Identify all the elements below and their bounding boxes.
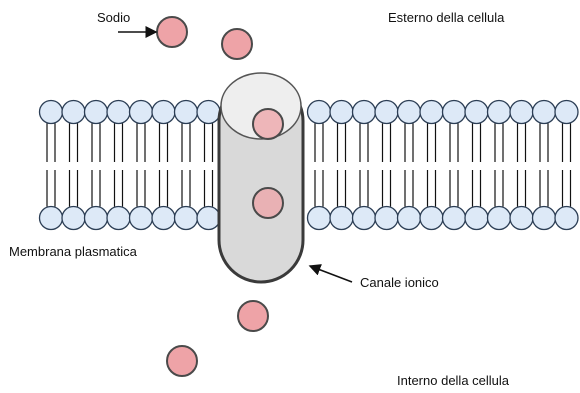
lipid-head — [398, 101, 421, 124]
lipid-head — [443, 101, 466, 124]
phospholipid — [330, 101, 353, 230]
lipid-head — [398, 207, 421, 230]
sodium-ion — [253, 188, 283, 218]
lipid-head — [85, 101, 108, 124]
inside-cell-label: Interno della cellula — [397, 374, 509, 387]
phospholipid — [62, 101, 85, 230]
lipid-head — [353, 101, 376, 124]
lipid-head — [443, 207, 466, 230]
lipid-head — [40, 101, 63, 124]
sodium-ion — [238, 301, 268, 331]
phospholipid — [107, 101, 130, 230]
lipid-head — [555, 207, 578, 230]
phospholipid — [488, 101, 511, 230]
lipid-head — [510, 207, 533, 230]
phospholipid — [197, 101, 220, 230]
phospholipid — [152, 101, 175, 230]
ion-channel — [219, 73, 303, 282]
lipid-head — [40, 207, 63, 230]
lipid-head — [330, 101, 353, 124]
lipid-head — [62, 207, 85, 230]
phospholipid — [465, 101, 488, 230]
lipid-head — [420, 207, 443, 230]
lipid-head — [330, 207, 353, 230]
phospholipid — [130, 101, 153, 230]
lipid-head — [465, 207, 488, 230]
phospholipid — [375, 101, 398, 230]
phospholipid — [40, 101, 63, 230]
phospholipid — [398, 101, 421, 230]
lipid-head — [152, 101, 175, 124]
phospholipid — [353, 101, 376, 230]
lipid-head — [62, 101, 85, 124]
lipid-head — [353, 207, 376, 230]
lipid-head — [197, 101, 220, 124]
lipid-head — [197, 207, 220, 230]
phospholipid — [443, 101, 466, 230]
lipid-head — [152, 207, 175, 230]
outside-cell-label: Esterno della cellula — [388, 11, 504, 24]
phospholipid — [420, 101, 443, 230]
lipid-head — [308, 207, 331, 230]
phospholipid — [85, 101, 108, 230]
lipid-head — [107, 101, 130, 124]
phospholipid — [533, 101, 556, 230]
lipid-head — [85, 207, 108, 230]
phospholipid — [555, 101, 578, 230]
phospholipid — [175, 101, 198, 230]
lipid-head — [130, 101, 153, 124]
sodium-ion — [222, 29, 252, 59]
lipid-head — [420, 101, 443, 124]
lipid-head — [533, 101, 556, 124]
lipid-head — [107, 207, 130, 230]
sodium-label: Sodio — [97, 11, 130, 24]
lipid-head — [555, 101, 578, 124]
lipid-head — [488, 207, 511, 230]
lipid-head — [130, 207, 153, 230]
lipid-head — [375, 207, 398, 230]
lipid-head — [175, 207, 198, 230]
lipid-head — [510, 101, 533, 124]
sodium-ion — [167, 346, 197, 376]
lipid-head — [533, 207, 556, 230]
lipid-head — [175, 101, 198, 124]
sodium-ion — [157, 17, 187, 47]
channel-arrow — [310, 266, 352, 282]
sodium-ion — [253, 109, 283, 139]
ion-channel-label: Canale ionico — [360, 276, 439, 289]
lipid-head — [308, 101, 331, 124]
phospholipid — [510, 101, 533, 230]
lipid-head — [488, 101, 511, 124]
phospholipid — [308, 101, 331, 230]
lipid-head — [375, 101, 398, 124]
lipid-bilayer — [40, 101, 579, 230]
membrane-label: Membrana plasmatica — [9, 245, 137, 258]
lipid-head — [465, 101, 488, 124]
